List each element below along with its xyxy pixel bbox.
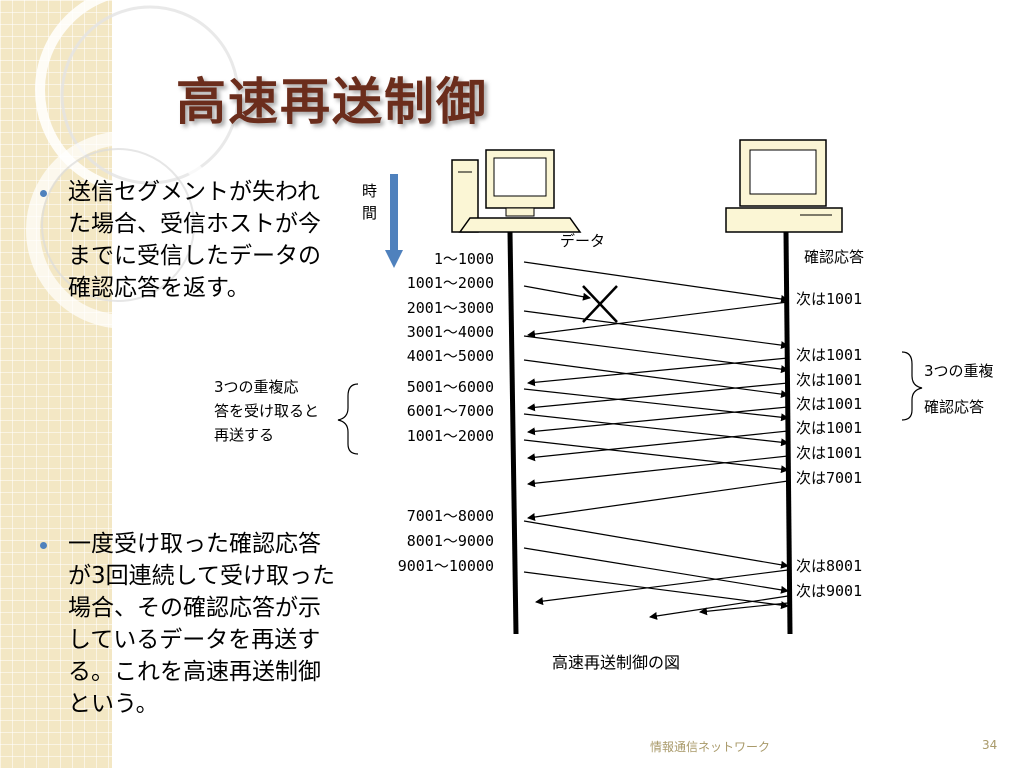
- bullet-item: 送信セグメントが失われた場合、受信ホストが今までに受信したデータの確認応答を返す…: [36, 176, 336, 304]
- segment-label: 7001～8000: [407, 507, 494, 525]
- message-arrow: [527, 406, 789, 436]
- decorative-sidebar: [0, 0, 112, 768]
- bullet-list-1: 送信セグメントが失われた場合、受信ホストが今までに受信したデータの確認応答を返す…: [36, 176, 336, 304]
- message-arrow: [527, 455, 789, 488]
- right-brace: [901, 351, 923, 421]
- time-arrow: [385, 174, 403, 268]
- message-arrows: [523, 261, 789, 620]
- ack-value-label: 次は1001: [796, 290, 862, 308]
- message-arrow: [527, 357, 789, 387]
- message-arrow: [523, 520, 789, 569]
- ack-value-label: 次は7001: [796, 469, 862, 487]
- decorative-rings: [26, 0, 240, 329]
- message-arrow: [523, 359, 789, 399]
- message-arrow: [535, 569, 789, 606]
- page-title: 高速再送制御: [176, 72, 488, 131]
- segment-label: 5001～6000: [407, 378, 494, 396]
- time-label-char-1: 時: [362, 182, 377, 200]
- segment-label: 1～1000: [434, 250, 494, 268]
- ack-value-label: 次は9001: [796, 582, 862, 600]
- time-label-char-2: 間: [362, 204, 377, 222]
- sender-computer-icon: [451, 149, 582, 233]
- message-arrow: [523, 388, 789, 422]
- segment-label: 8001～9000: [407, 532, 494, 550]
- receiver-timeline: [783, 231, 793, 635]
- message-arrow: [523, 547, 789, 594]
- ack-labels: 次は1001 次は1001 次は1001 次は1001 次は1001 次は1001 次は70…: [796, 290, 862, 600]
- message-arrow: [699, 602, 789, 616]
- ack-value-label: 次は1001: [796, 444, 862, 462]
- segment-label: 4001～5000: [407, 347, 494, 365]
- message-arrow: [523, 285, 591, 301]
- message-arrow: [527, 301, 789, 339]
- right-note-line-1: 3つの重複: [924, 362, 994, 380]
- left-note-line-2: 答を受け取ると: [214, 402, 319, 420]
- message-arrow: [527, 430, 789, 462]
- left-note-line-3: 再送する: [214, 426, 274, 444]
- message-arrow: [523, 335, 789, 374]
- segment-label: 2001～3000: [407, 299, 494, 317]
- left-brace: [337, 383, 359, 455]
- ack-value-label: 次は1001: [796, 346, 862, 364]
- message-arrow: [523, 439, 789, 474]
- segment-label: 9001～10000: [398, 557, 494, 575]
- data-label: データ: [560, 232, 605, 250]
- segment-label: 1001～2000: [407, 427, 494, 445]
- ack-value-label: 次は8001: [796, 557, 862, 575]
- diagram-caption: 高速再送制御の図: [552, 653, 680, 672]
- message-arrow: [523, 571, 789, 610]
- bullet-item: 一度受け取った確認応答が3回連続して受け取った場合、その確認応答が示しているデー…: [36, 528, 336, 720]
- sender-timeline: [507, 231, 519, 635]
- left-note-line-1: 3つの重複応: [214, 378, 299, 396]
- footer-label: 情報通信ネットワーク: [650, 740, 771, 754]
- message-arrow: [527, 480, 789, 521]
- message-arrow: [527, 382, 789, 412]
- ack-value-label: 次は1001: [796, 371, 862, 389]
- segment-label: 6001～7000: [407, 402, 494, 420]
- lost-segment-x-mark: [582, 285, 618, 323]
- message-arrow: [523, 310, 789, 350]
- message-arrow: [523, 261, 789, 303]
- receiver-computer-icon: [725, 139, 843, 233]
- page-number: 34: [982, 738, 998, 752]
- segment-labels: 1～1000 1001～2000 2001～3000 3001～4000 4001～50…: [398, 250, 494, 575]
- message-arrow: [649, 595, 789, 620]
- segment-label: 3001～4000: [407, 323, 494, 341]
- message-arrow: [523, 413, 789, 447]
- right-note-line-2: 確認応答: [924, 398, 984, 416]
- segment-label: 1001～2000: [407, 274, 494, 292]
- ack-value-label: 次は1001: [796, 395, 862, 413]
- ack-label: 確認応答: [804, 248, 864, 266]
- bullet-list-2: 一度受け取った確認応答が3回連続して受け取った場合、その確認応答が示しているデー…: [36, 528, 336, 720]
- ack-value-label: 次は1001: [796, 419, 862, 437]
